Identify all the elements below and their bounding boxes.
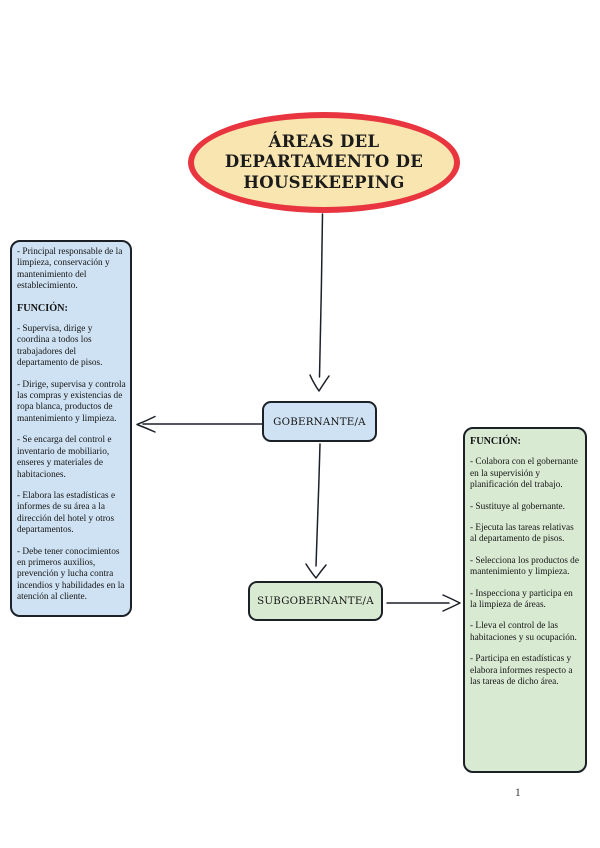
arrow-gobernante-to-panel <box>136 415 263 433</box>
node-gobernante-label: GOBERNANTE/A <box>273 415 366 428</box>
panel-paragraph: - Principal responsable de la limpieza, … <box>17 247 123 292</box>
node-subgobernante-label: SUBGOBERNANTE/A <box>257 595 374 607</box>
gobernante-function-panel: - Principal responsable de la limpieza, … <box>10 240 132 617</box>
arrow-subgobernante-to-panel <box>386 594 461 612</box>
arrow-title-to-gobernante <box>309 213 330 392</box>
panel-paragraph: - Supervisa, dirige y coordina a todos l… <box>17 324 103 369</box>
panel-paragraph: - Ejecuta las tareas relativas al depart… <box>470 523 574 545</box>
node-subgobernante: SUBGOBERNANTE/A <box>248 581 383 621</box>
panel-paragraph: - Dirige, supervisa y controla las compr… <box>17 379 126 424</box>
arrow-gobernante-to-subgobernante <box>305 443 327 579</box>
panel-paragraph: - Se encarga del control e inventario de… <box>17 435 112 480</box>
title-ellipse: ÁREAS DEL DEPARTAMENTO DE HOUSEKEEPING <box>188 112 460 213</box>
page-number: 1 <box>515 787 521 799</box>
panel-paragraph: - Sustituye al gobernante. <box>470 501 566 512</box>
node-gobernante: GOBERNANTE/A <box>262 401 377 442</box>
panel-paragraph: - Colabora con el gobernante en la super… <box>470 457 578 491</box>
panel-paragraph: - Elabora las estadísticas e informes de… <box>17 490 116 536</box>
panel-paragraph: - Lleva el control de las habitaciones y… <box>470 621 577 643</box>
panel-paragraph: - Participa en estadísticas y elabora in… <box>470 654 573 688</box>
panel-heading: FUNCIÓN: <box>470 436 521 447</box>
diagram-title: ÁREAS DEL DEPARTAMENTO DE HOUSEKEEPING <box>224 132 424 192</box>
panel-paragraph: - Debe tener conocimientos en primeros a… <box>17 546 125 603</box>
subgobernante-function-panel: FUNCIÓN: - Colabora con el gobernante en… <box>463 427 587 773</box>
panel-paragraph: - Selecciona los productos de mantenimie… <box>470 555 579 578</box>
panel-paragraph: - Inspecciona y participa en la limpieza… <box>470 588 573 611</box>
panel-heading: FUNCIÓN: <box>17 302 68 314</box>
